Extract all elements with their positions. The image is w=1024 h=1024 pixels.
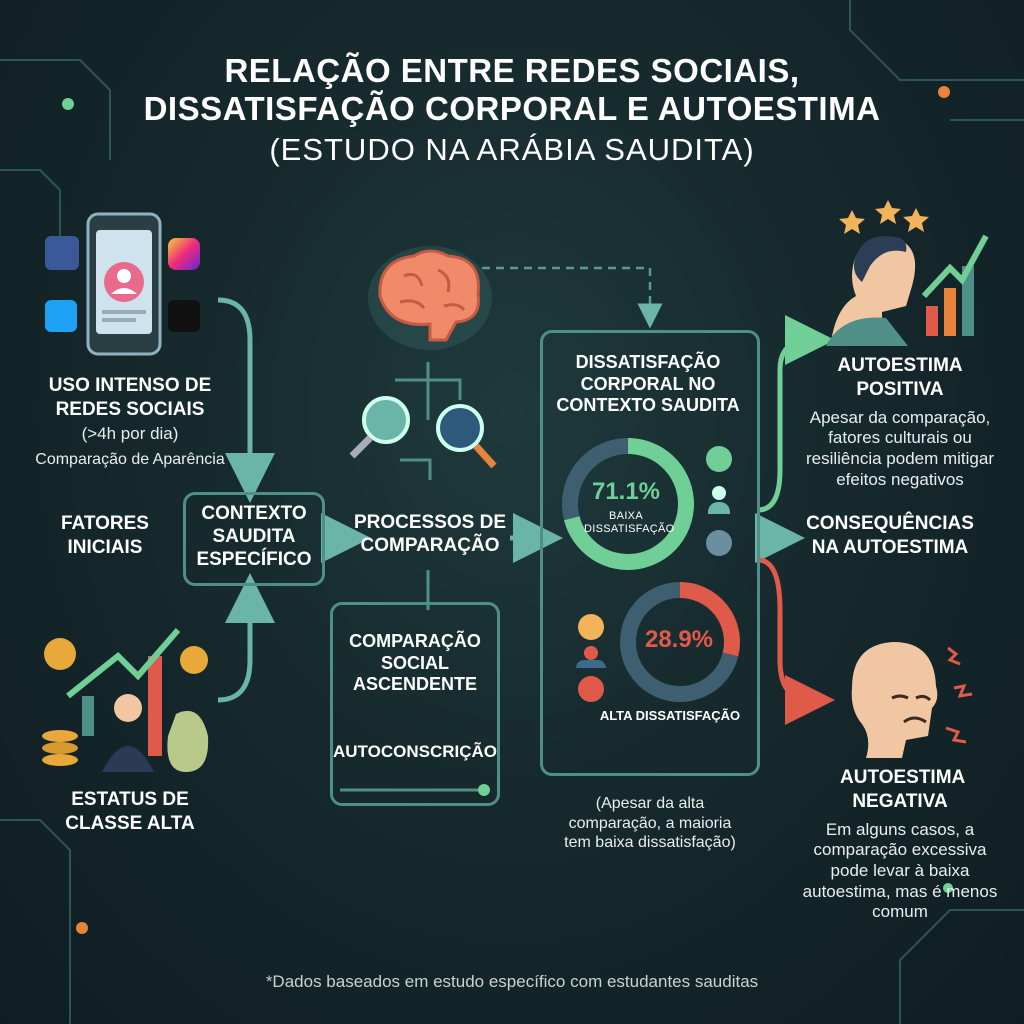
low-dissatisfaction-block: 71.1% BAIXA DISSATISFAÇÃO bbox=[568, 478, 684, 536]
twitter-icon bbox=[45, 300, 77, 332]
donut-low-slice bbox=[563, 438, 694, 570]
social-note: Comparação de Aparência bbox=[35, 451, 225, 469]
social-sub: (>4h por dia) bbox=[81, 423, 179, 443]
high-pct-label: 28.9% bbox=[644, 626, 714, 653]
page-title: RELAÇÃO ENTRE REDES SOCIAIS, DISSATISFAÇ… bbox=[0, 52, 1024, 168]
self-consciousness: AUTOCONSCRIÇÃO bbox=[333, 741, 498, 761]
status-illustration bbox=[38, 616, 218, 776]
facebook-icon bbox=[45, 236, 79, 270]
footnote: *Dados baseados em estudo específico com… bbox=[265, 972, 759, 991]
dissatisfaction-heading: DISSATISFAÇÃO CORPORAL NO CONTEXTO SAUDI… bbox=[556, 352, 740, 416]
positive-text: Apesar da comparação, fatores culturais … bbox=[805, 407, 995, 489]
negative-heading: AUTOESTIMA NEGATIVA bbox=[840, 767, 966, 812]
neutral-face-icon bbox=[578, 614, 604, 640]
glow-dot bbox=[62, 98, 74, 110]
donut-high-remainder bbox=[620, 582, 739, 702]
donut-high-slice bbox=[679, 582, 740, 657]
context-label: CONTEXTO SAUDITA ESPECÍFICO bbox=[196, 503, 312, 570]
negative-block: AUTOESTIMA NEGATIVA Em alguns casos, a c… bbox=[790, 766, 1010, 923]
title-line-3: (ESTUDO NA ARÁBIA SAUDITA) bbox=[269, 131, 755, 167]
social-media-illustration bbox=[40, 210, 210, 360]
positive-person-illustration bbox=[812, 196, 992, 346]
sad-face-icon bbox=[706, 530, 732, 556]
title-line-1: RELAÇÃO ENTRE REDES SOCIAIS, bbox=[224, 52, 800, 89]
consequences-label: CONSEQUÊNCIAS NA AUTOESTIMA bbox=[806, 513, 974, 558]
status-heading: ESTATUS DE CLASSE ALTA bbox=[65, 789, 195, 834]
low-pct-label: 71.1% bbox=[591, 478, 661, 505]
person-icon-2 bbox=[576, 646, 606, 668]
social-heading: USO INTENSO DE REDES SOCIAIS bbox=[48, 375, 212, 420]
brain-icon bbox=[360, 236, 500, 356]
happy-face-icon bbox=[706, 446, 732, 472]
comparison-box: COMPARAÇÃO SOCIAL ASCENDENTE AUTOCONSCRI… bbox=[330, 602, 500, 806]
tiktok-icon bbox=[168, 300, 200, 332]
negative-text: Em alguns casos, a comparação excessiva … bbox=[802, 819, 998, 922]
title-line-2: DISSATISFAÇÃO CORPORAL E AUTOESTIMA bbox=[143, 89, 881, 127]
instagram-icon bbox=[168, 238, 200, 270]
social-heading-block: USO INTENSO DE REDES SOCIAIS (>4h por di… bbox=[30, 374, 230, 470]
low-dissatisfaction-label: BAIXA DISSATISFAÇÃO bbox=[584, 510, 675, 536]
magnifier-icons bbox=[348, 390, 508, 480]
dissatisfaction-panel bbox=[540, 330, 760, 776]
ascending-comparison: COMPARAÇÃO SOCIAL ASCENDENTE bbox=[349, 631, 481, 695]
factors-label: FATORES INICIAIS bbox=[61, 513, 149, 558]
high-dissatisfaction-label: ALTA DISSATISFAÇÃO bbox=[599, 708, 741, 723]
process-label: PROCESSOS DE COMPARAÇÃO bbox=[353, 512, 507, 556]
positive-block: AUTOESTIMA POSITIVA Apesar da comparação… bbox=[790, 354, 1010, 490]
high-pct-block: 28.9% bbox=[624, 626, 734, 654]
donut-low-remainder bbox=[562, 438, 629, 521]
dissatisfaction-note: (Apesar da alta comparação, a maioria te… bbox=[564, 795, 736, 852]
person-icon bbox=[708, 486, 730, 516]
positive-heading: AUTOESTIMA POSITIVA bbox=[837, 355, 963, 400]
angry-face-icon bbox=[578, 676, 604, 702]
context-box: CONTEXTO SAUDITA ESPECÍFICO bbox=[183, 492, 325, 586]
negative-person-illustration bbox=[836, 628, 986, 758]
